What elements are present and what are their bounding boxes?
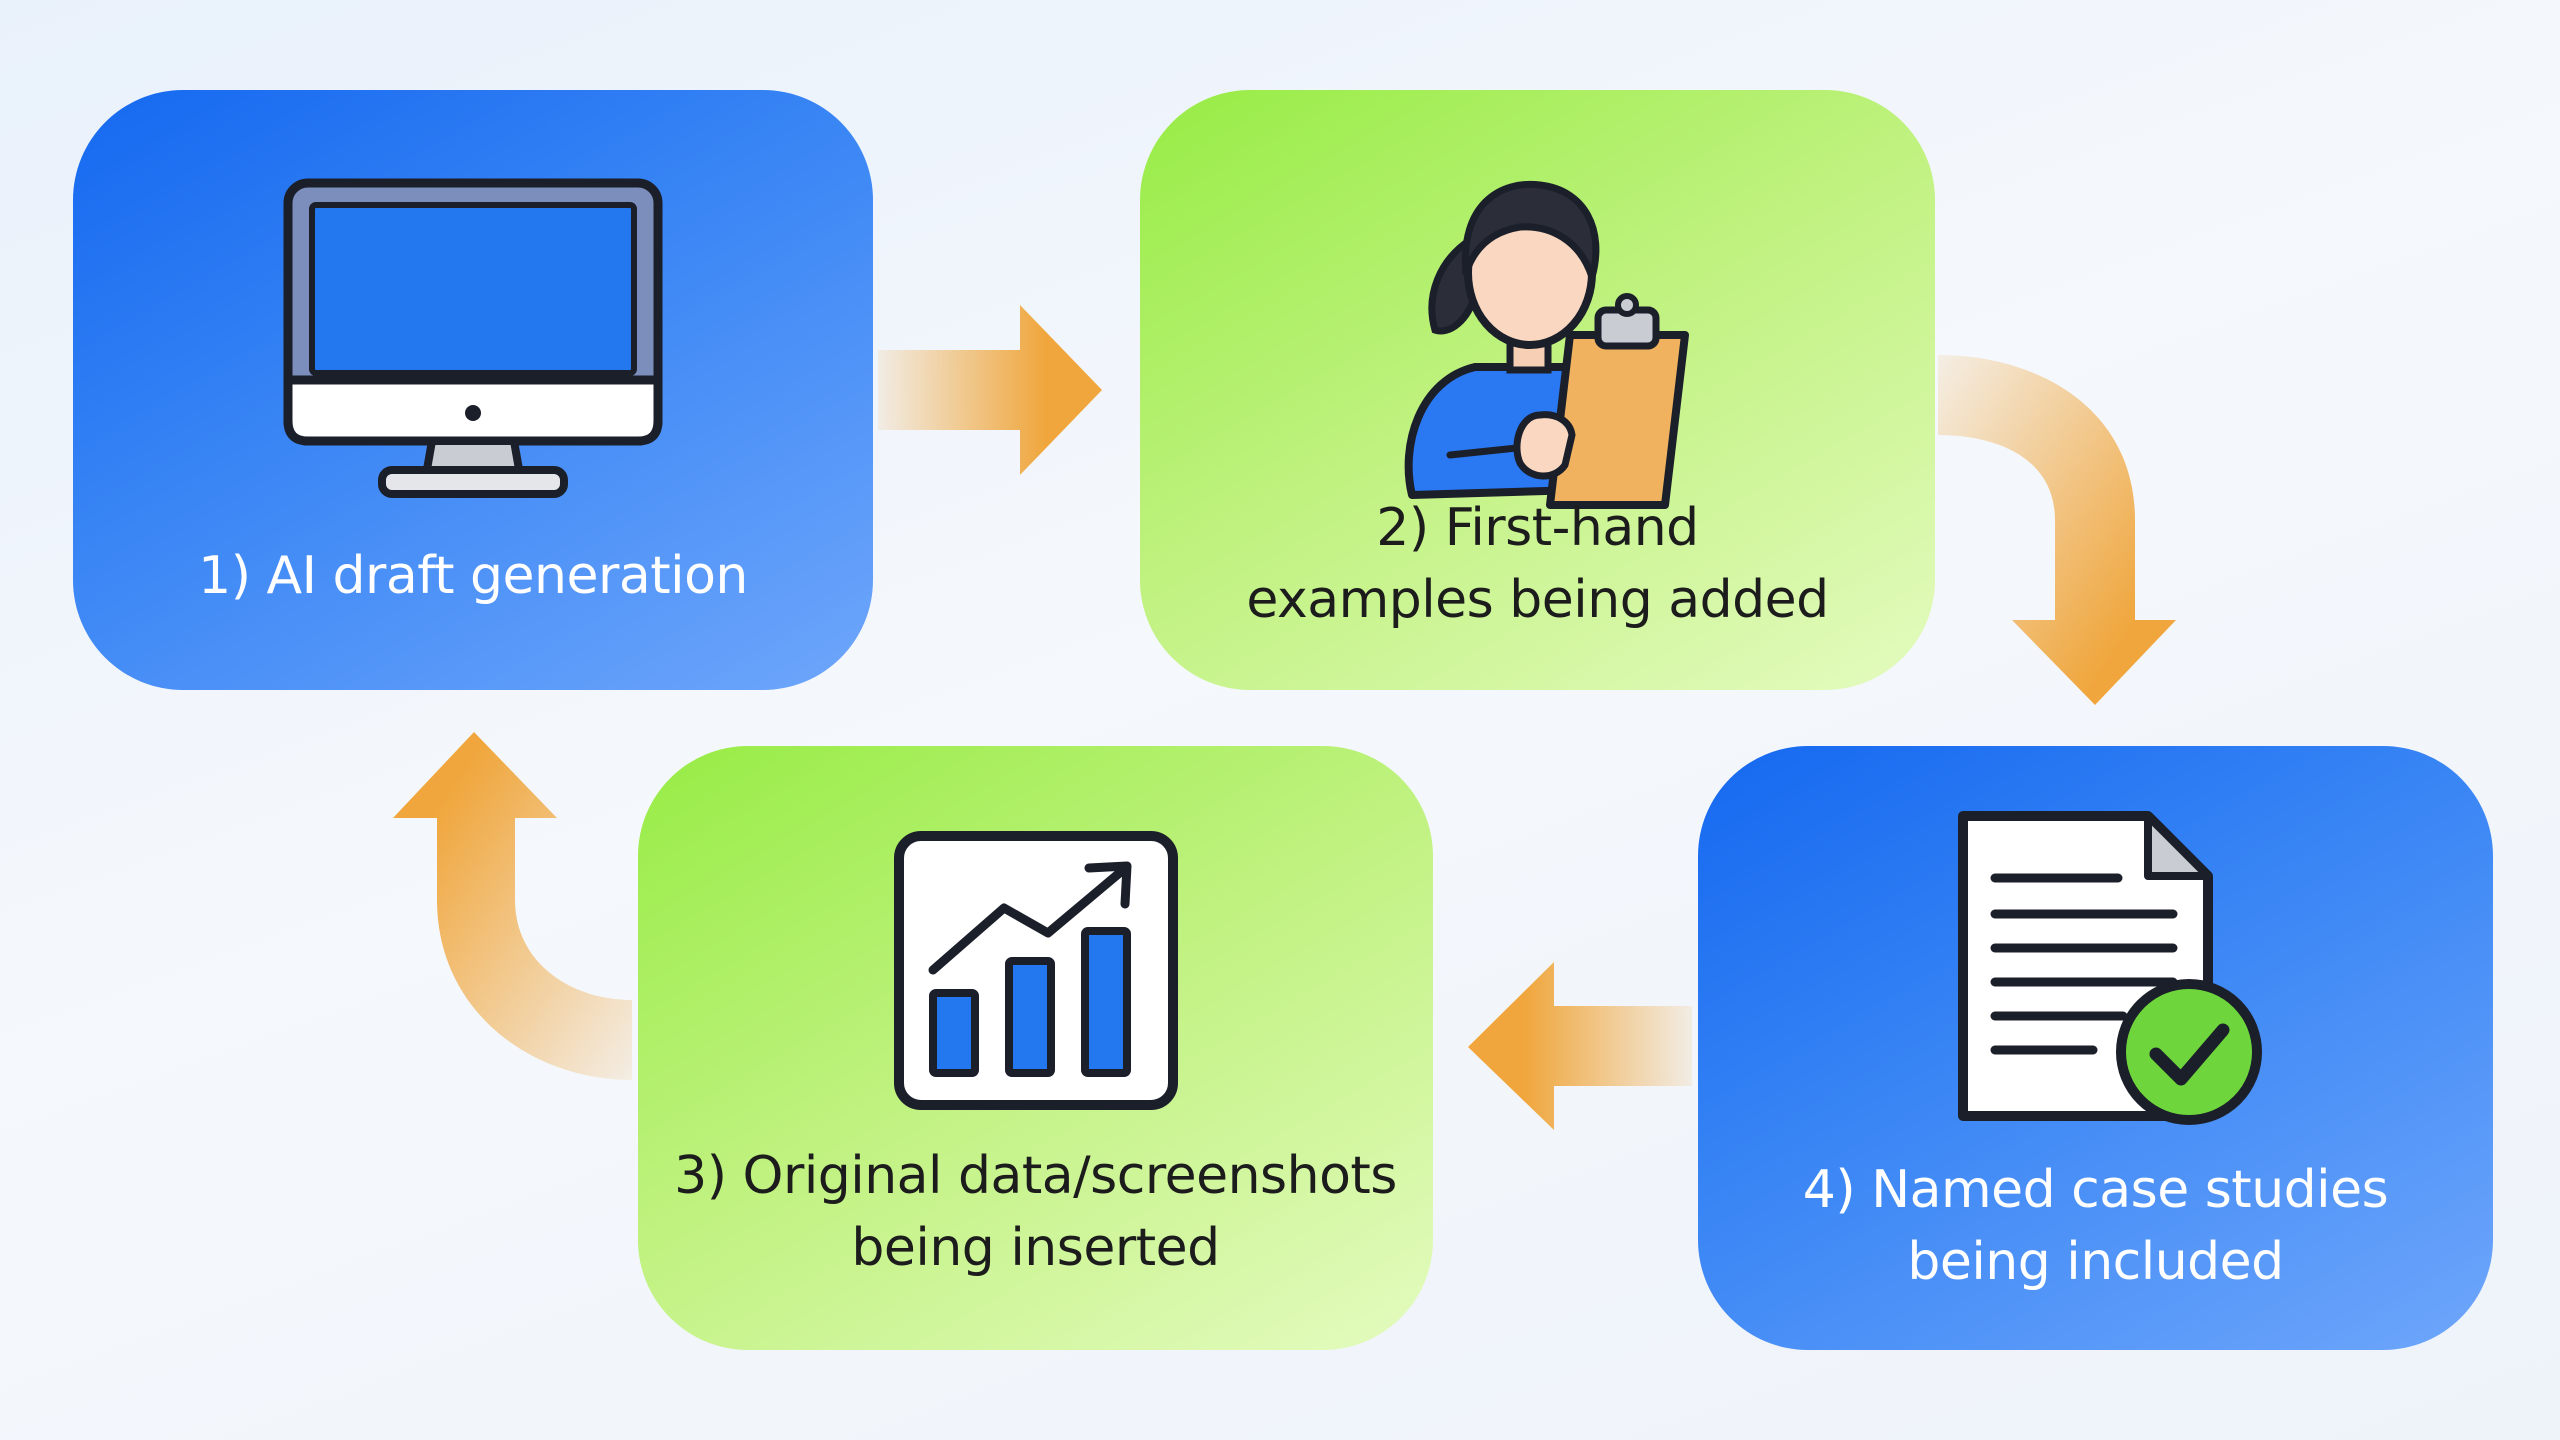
step-card-3: 3) Original data/screenshots being inser… [638,746,1433,1350]
step-1-label: 1) AI draft generation [93,540,853,612]
arrow-step2-to-step4 [1938,355,2176,705]
step-2-label-line-1: 2) First-hand [1376,498,1699,558]
step-1-label-line-1: 1) AI draft generation [198,546,748,606]
step-3-label-line-2: being inserted [851,1218,1220,1278]
step-4-label: 4) Named case studies being included [1718,1154,2473,1298]
step-card-1: 1) AI draft generation [73,90,873,690]
desktop-monitor-icon [283,178,663,498]
arrow-step3-to-step1 [393,732,632,1080]
document-check-icon [1958,811,2262,1125]
step-2-label-line-2: examples being added [1246,570,1829,630]
step-4-label-line-2: being included [1907,1232,2284,1292]
arrow-step4-to-step3 [1468,962,1692,1130]
arrow-step1-to-step2 [878,305,1102,475]
step-3-label: 3) Original data/screenshots being inser… [658,1140,1413,1284]
step-card-2: 2) First-hand examples being added [1140,90,1935,690]
step-4-label-line-1: 4) Named case studies [1802,1160,2389,1220]
step-card-4: 4) Named case studies being included [1698,746,2493,1350]
step-2-label: 2) First-hand examples being added [1160,492,1915,636]
bar-chart-trend-icon [894,831,1178,1110]
person-clipboard-icon [1404,180,1689,509]
step-3-label-line-1: 3) Original data/screenshots [674,1146,1397,1206]
